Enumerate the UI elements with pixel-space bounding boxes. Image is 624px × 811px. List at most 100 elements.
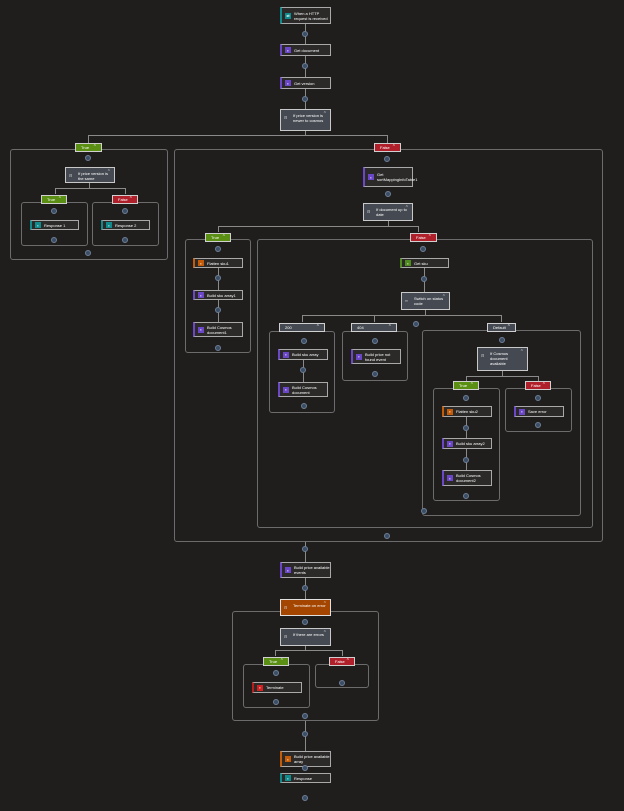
action-build-price-available-events[interactable]: ▪ Build price available events <box>280 562 331 578</box>
action-response-2[interactable]: ▪ Response 2 <box>101 220 150 230</box>
collapse-icon[interactable]: ⌃ <box>322 601 327 607</box>
add-step-button[interactable] <box>463 457 469 463</box>
collapse-icon[interactable]: ⌃ <box>128 196 133 202</box>
action-build-sku-array2[interactable]: ▪ Build sku array2 <box>442 438 492 449</box>
add-step-button[interactable] <box>215 246 221 252</box>
add-step-button[interactable] <box>215 307 221 313</box>
action-build-cosmos-document1[interactable]: ▪ Build Cosmos document1 <box>193 322 243 337</box>
branch-true-badge[interactable]: True⌃ <box>41 195 67 204</box>
collapse-icon[interactable]: ⌃ <box>506 324 511 330</box>
collapse-icon[interactable]: ⌃ <box>427 234 432 240</box>
add-step-button[interactable] <box>420 246 426 252</box>
action-build-price-not-found[interactable]: ▪ Build price not found event <box>351 349 401 364</box>
branch-false-badge[interactable]: False⌃ <box>112 195 138 204</box>
branch-false-badge[interactable]: False⌃ <box>525 381 551 390</box>
add-step-button[interactable] <box>385 191 391 197</box>
add-step-button[interactable] <box>384 533 390 539</box>
add-step-button[interactable] <box>302 585 308 591</box>
add-step-button[interactable] <box>302 31 308 37</box>
condition-there-are-errors[interactable]: ⊟ If there are errors ⌃ <box>280 628 331 646</box>
collapse-icon[interactable]: ⌃ <box>391 144 396 150</box>
add-step-button[interactable] <box>463 493 469 499</box>
branch-false-badge[interactable]: False⌃ <box>329 657 355 666</box>
collapse-icon[interactable]: ⌃ <box>106 169 111 175</box>
action-get-sku[interactable]: ▪ Get sku <box>400 258 449 268</box>
collapse-icon[interactable]: ⌃ <box>322 630 327 636</box>
add-step-button[interactable] <box>302 795 308 801</box>
collapse-icon[interactable]: ⌃ <box>345 658 350 664</box>
collapse-icon[interactable]: ⌃ <box>441 294 446 300</box>
action-get-mapping[interactable]: ▪ Get sortMappingInfoTable1 <box>363 167 417 187</box>
add-step-button[interactable] <box>372 371 378 377</box>
action-response[interactable]: ▪ Response <box>280 773 331 783</box>
action-build-sku-array[interactable]: ▪ Build sku array <box>278 349 328 360</box>
case-default-badge[interactable]: Default⌃ <box>487 323 516 332</box>
add-step-button[interactable] <box>372 338 378 344</box>
case-200-badge[interactable]: 200⌃ <box>279 323 325 332</box>
action-flatten-sku2[interactable]: ▪ Flatten sku2 <box>442 406 492 417</box>
trigger-http-request[interactable]: ⇄ When a HTTP request is received <box>280 7 331 24</box>
add-case-button[interactable] <box>413 321 419 327</box>
add-step-button[interactable] <box>302 96 308 102</box>
add-step-button[interactable] <box>384 156 390 162</box>
action-response-1[interactable]: ▪ Response 1 <box>30 220 79 230</box>
condition-price-version-same[interactable]: ⊟ If price version is the same ⌃ <box>65 167 115 183</box>
action-build-sku-array1[interactable]: ▪ Build sku array1 <box>193 290 243 300</box>
collapse-icon[interactable]: ⌃ <box>404 205 409 211</box>
collapse-icon[interactable]: ⌃ <box>92 144 97 150</box>
collapse-icon[interactable]: ⌃ <box>221 234 226 240</box>
add-step-button[interactable] <box>215 275 221 281</box>
collapse-icon[interactable]: ⌃ <box>541 382 546 388</box>
branch-false-badge[interactable]: False⌃ <box>410 233 437 242</box>
add-step-button[interactable] <box>463 395 469 401</box>
add-step-button[interactable] <box>421 508 427 514</box>
add-step-button[interactable] <box>302 731 308 737</box>
add-step-button[interactable] <box>273 670 279 676</box>
add-step-button[interactable] <box>535 422 541 428</box>
action-save-error[interactable]: ▪ Save error <box>514 406 564 417</box>
branch-true-badge[interactable]: True⌃ <box>205 233 231 242</box>
branch-false-badge[interactable]: False⌃ <box>374 143 401 152</box>
add-step-button[interactable] <box>302 546 308 552</box>
add-step-button[interactable] <box>273 699 279 705</box>
action-build-cosmos-document[interactable]: ▪ Build Cosmos document <box>278 382 328 397</box>
add-step-button[interactable] <box>302 713 308 719</box>
case-404-badge[interactable]: 404⌃ <box>351 323 397 332</box>
add-step-button[interactable] <box>85 155 91 161</box>
add-step-button[interactable] <box>301 403 307 409</box>
collapse-icon[interactable]: ⌃ <box>322 111 327 117</box>
collapse-icon[interactable]: ⌃ <box>387 324 392 330</box>
add-step-button[interactable] <box>339 680 345 686</box>
switch-status-code[interactable]: ═ Switch on status code ⌃ <box>401 292 450 310</box>
action-build-cosmos-document2[interactable]: ▪ Build Cosmos document2 <box>442 470 492 486</box>
action-terminate[interactable]: ▪ Terminate <box>252 682 302 693</box>
condition-document-up-to-date[interactable]: ⊟ If document up to date ⌃ <box>363 203 413 221</box>
branch-true-badge[interactable]: True⌃ <box>75 143 102 152</box>
add-step-button[interactable] <box>302 619 308 625</box>
add-step-button[interactable] <box>122 237 128 243</box>
add-step-button[interactable] <box>421 276 427 282</box>
branch-true-badge[interactable]: True⌃ <box>263 657 289 666</box>
scope-terminate-on-error[interactable]: ⊟ Terminate on error ⌃ <box>280 599 331 616</box>
add-step-button[interactable] <box>215 345 221 351</box>
action-get-document[interactable]: ▪ Get document <box>280 44 331 56</box>
add-step-button[interactable] <box>301 338 307 344</box>
add-step-button[interactable] <box>535 395 541 401</box>
collapse-icon[interactable]: ⌃ <box>315 324 320 330</box>
add-step-button[interactable] <box>463 425 469 431</box>
add-step-button[interactable] <box>302 765 308 771</box>
add-step-button[interactable] <box>302 63 308 69</box>
add-step-button[interactable] <box>51 208 57 214</box>
add-step-button[interactable] <box>300 367 306 373</box>
add-step-button[interactable] <box>85 250 91 256</box>
condition-cosmos-available[interactable]: ⊟ If Cosmos document available ⌃ <box>477 347 528 371</box>
collapse-icon[interactable]: ⌃ <box>57 196 62 202</box>
action-flatten-sku1[interactable]: ▪ Flatten sku1 <box>193 258 243 268</box>
action-get-version[interactable]: ▪ Get version <box>280 77 331 89</box>
add-step-button[interactable] <box>499 337 505 343</box>
condition-price-version-newer[interactable]: ⊟ If price version is newer to cosmos ⌃ <box>280 109 331 131</box>
add-step-button[interactable] <box>122 208 128 214</box>
collapse-icon[interactable]: ⌃ <box>519 349 524 355</box>
add-step-button[interactable] <box>51 237 57 243</box>
collapse-icon[interactable]: ⌃ <box>279 658 284 664</box>
